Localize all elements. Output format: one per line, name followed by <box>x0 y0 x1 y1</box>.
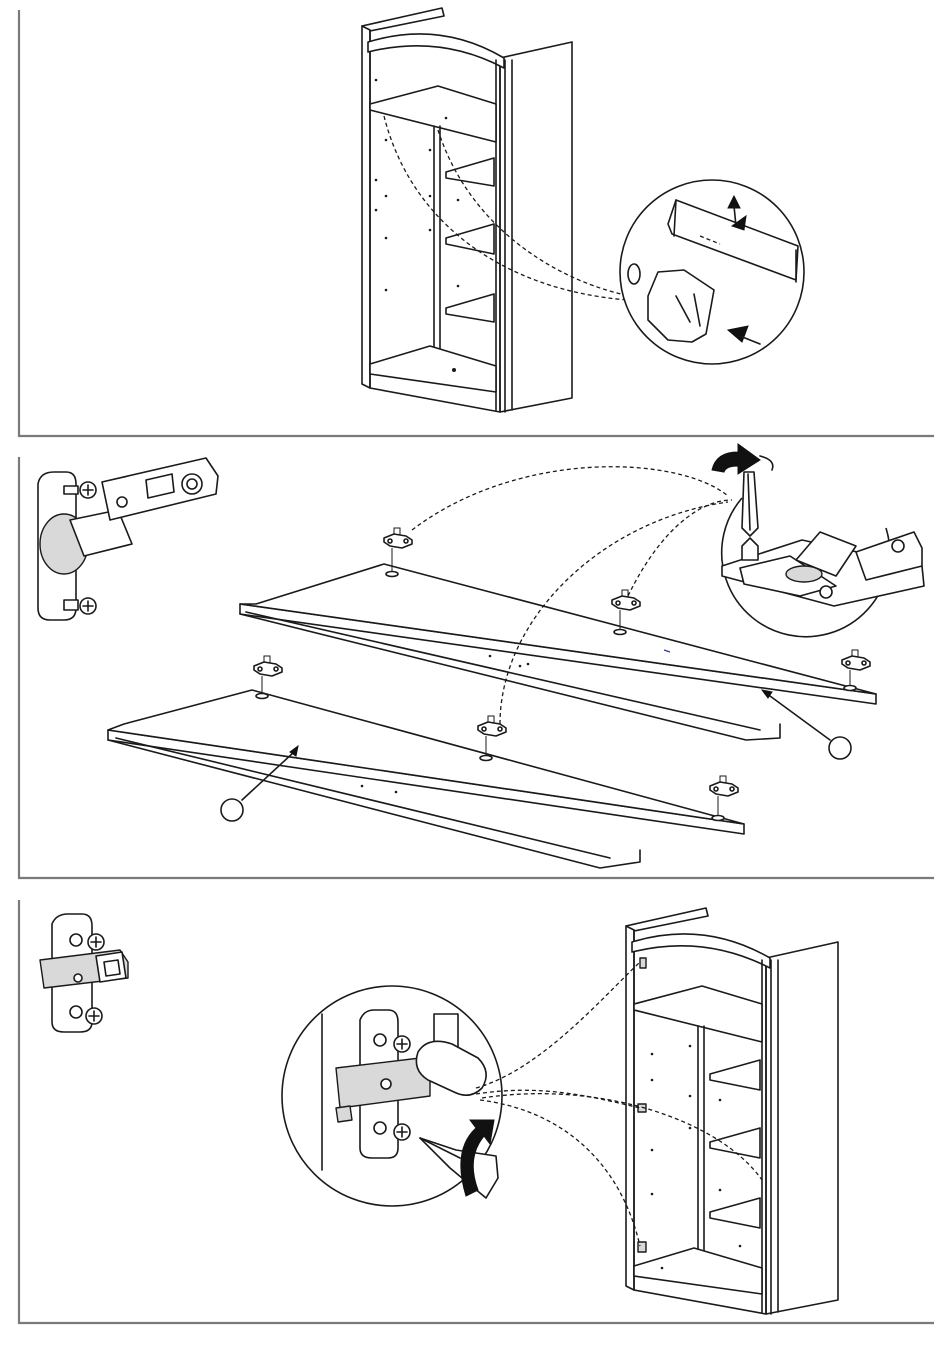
wardrobe-carcass-2 <box>626 908 838 1314</box>
concealed-hinge <box>38 458 218 620</box>
detail-plate-install <box>282 986 502 1206</box>
side-panel-right <box>500 42 572 412</box>
detail-hinge-screw <box>712 444 924 637</box>
callout-lower <box>221 799 243 821</box>
leader-line-9 <box>482 1094 762 1180</box>
top-rail <box>368 34 504 68</box>
shelf-1 <box>446 158 494 186</box>
door-lower <box>108 690 744 868</box>
wardrobe-carcass <box>362 8 572 412</box>
shelf-2 <box>446 224 494 254</box>
leader-line-3 <box>412 467 728 530</box>
rotate-arrow <box>712 444 760 474</box>
shelf-3 <box>446 294 494 322</box>
step-1-shelf-supports <box>362 8 804 412</box>
hinge-mounting-plate <box>40 914 128 1032</box>
top-panel <box>362 8 444 32</box>
detail-shelf-support <box>620 180 804 364</box>
pin-hole <box>628 264 640 284</box>
side-edge-left <box>362 26 370 388</box>
step-2-door-hinges <box>38 444 924 868</box>
callout-upper <box>829 737 851 759</box>
leader-line-8 <box>480 1100 640 1246</box>
step-3-hinge-plates <box>40 908 838 1314</box>
shelf-top <box>370 86 496 142</box>
bottom-panel <box>370 346 496 392</box>
leader-line-4 <box>628 500 732 596</box>
leader-line-6 <box>476 962 640 1088</box>
